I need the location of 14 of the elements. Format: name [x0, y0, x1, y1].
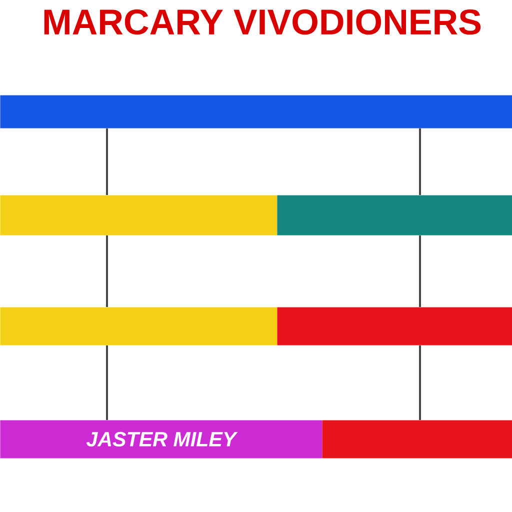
band [0, 95, 512, 128]
title-band: JASTER MILEY [0, 420, 322, 458]
connector-line [419, 128, 421, 195]
connector-line [419, 235, 421, 307]
connector-line [106, 235, 108, 307]
connector-line [106, 128, 108, 195]
band [277, 307, 512, 346]
title: MARCARY VIVODIONERS [44, 9, 481, 35]
connector-line [419, 345, 421, 420]
band [0, 195, 278, 236]
band [322, 420, 512, 458]
band [0, 307, 278, 346]
band [277, 195, 512, 236]
connector-line [106, 345, 108, 420]
